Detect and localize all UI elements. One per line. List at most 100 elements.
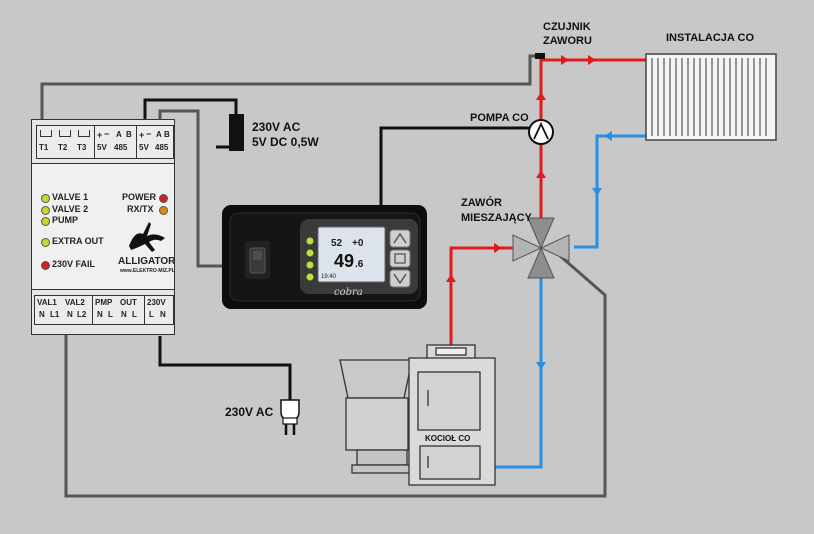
controller-ok-button[interactable]: [389, 249, 411, 268]
terminal-sign-b-a: B: [126, 130, 132, 139]
terminal-slot-t3: [78, 130, 90, 137]
terminal-sign-a-b: A: [156, 130, 162, 139]
terminal-group-val2: VAL2: [65, 298, 85, 307]
label-mixing-valve: ZAWÓR MIESZAJĄCY: [461, 197, 532, 224]
display-cable: [379, 126, 532, 205]
terminal-label-485-a: 485: [114, 143, 128, 152]
plug-icon: [280, 399, 300, 435]
label-pump: POMPA CO: [470, 112, 529, 124]
bottom-terminal-row: VAL1 VAL2 PMP OUT 230V N L1 N L2 N L N L…: [34, 295, 174, 325]
controller-lcd: [317, 226, 386, 283]
terminal-label-t1: T1: [39, 143, 49, 152]
terminal-label-5v-a: 5V: [97, 143, 107, 152]
controller-led-4: [306, 273, 314, 281]
terminal-sign-minus-a: −: [104, 129, 110, 139]
terminal-l1: L1: [50, 310, 60, 319]
cold-pipe-arrows: [536, 131, 612, 370]
controller-led-2: [306, 249, 314, 257]
controller-device: 52 +0 49 .6 19:40 cobra: [222, 205, 427, 309]
boiler-icon: [339, 344, 496, 486]
terminal-l-5: L: [149, 310, 154, 319]
cold-pipes: [495, 134, 646, 469]
mains-cable: [158, 336, 292, 400]
led-rxtx: [159, 206, 168, 215]
terminal-group-out: OUT: [120, 298, 137, 307]
led-pump: [41, 217, 50, 226]
pump-icon: [528, 119, 554, 145]
terminal-block-1: [36, 125, 96, 159]
terminal-l-3: L: [108, 310, 113, 319]
alligator-module: T1 T2 T3 5V 485 5V 485 + − A B + − A B V…: [31, 119, 175, 335]
terminal-label-485-b: 485: [155, 143, 169, 152]
radiator: [645, 53, 777, 141]
module-center-panel: [31, 163, 175, 290]
led-label-rxtx: RX/TX: [127, 204, 154, 214]
terminal-sign-plus-b: +: [139, 130, 145, 140]
led-label-230v-fail: 230V FAIL: [52, 259, 96, 269]
top-terminal-row: T1 T2 T3 5V 485 5V 485 + − A B + − A B: [36, 125, 174, 161]
lcd-small-readout: 19:40: [321, 274, 337, 280]
supply-pipe-to-installation: [539, 58, 646, 120]
lcd-val-b: +0: [352, 238, 364, 249]
led-label-pump: PUMP: [52, 215, 79, 225]
label-boiler: KOCIOŁ CO: [425, 434, 471, 443]
black-wires: [143, 98, 532, 400]
terminal-sign-a-a: A: [116, 130, 122, 139]
terminal-l2: L2: [77, 310, 87, 319]
terminal-n-1: N: [39, 310, 45, 319]
mixing-valve-icon: [512, 217, 570, 279]
controller-led-1: [306, 237, 314, 245]
led-power: [159, 194, 168, 203]
sensor-wire: [40, 54, 540, 125]
terminal-n-3: N: [97, 310, 103, 319]
terminal-n-5: N: [160, 310, 166, 319]
lcd-temp-main: 49: [334, 251, 354, 271]
return-pipe-from-installation: [574, 134, 646, 249]
led-extra-out: [41, 238, 50, 247]
terminal-n-4: N: [121, 310, 127, 319]
terminal-label-t3: T3: [77, 143, 87, 152]
gray-wires: [40, 54, 607, 498]
terminal-group-230v: 230V: [147, 298, 166, 307]
label-plug: 230V AC: [225, 405, 274, 419]
controller-brand: cobra: [334, 287, 363, 298]
display-bus-wire: [158, 109, 232, 268]
sensor-icon: [535, 53, 545, 59]
terminal-label-t2: T2: [58, 143, 68, 152]
label-installation: INSTALACJA CO: [666, 32, 754, 44]
led-label-valve-1: VALVE 1: [52, 192, 89, 202]
terminal-block-2: [94, 125, 138, 159]
terminal-slot-t2: [59, 130, 71, 137]
label-sensor: CZUJNIK ZAWORU: [543, 21, 592, 47]
boiler-hot-pipe: [449, 246, 523, 345]
terminal-sign-plus-a: +: [97, 130, 103, 140]
terminal-label-5v-b: 5V: [139, 143, 149, 152]
module-website: www.ELEKTRO-MIZ.PL: [120, 268, 175, 274]
controller-up-button[interactable]: [389, 229, 411, 248]
supply-wire: [143, 98, 238, 121]
controller-down-button[interactable]: [389, 269, 411, 288]
lcd-temp-decimal: .6: [355, 259, 364, 270]
module-brand: ALLIGATOR: [118, 256, 176, 267]
terminal-slot-t1: [40, 130, 52, 137]
terminal-l-4: L: [132, 310, 137, 319]
terminal-sign-b-b: B: [164, 130, 170, 139]
controller-led-3: [306, 261, 314, 269]
terminal-block-3: [136, 125, 174, 159]
led-label-extra-out: EXTRA OUT: [52, 236, 104, 246]
led-label-valve-2: VALVE 2: [52, 204, 89, 214]
terminal-group-val1: VAL1: [37, 298, 57, 307]
boiler-return-pipe: [495, 275, 543, 469]
hot-pipe-arrows: [446, 55, 596, 282]
alligator-logo: [129, 222, 165, 252]
lcd-val-a: 52: [331, 238, 343, 249]
power-supply-icon: [216, 114, 244, 151]
valve-return-wire: [64, 246, 607, 498]
led-valve-1: [41, 194, 50, 203]
label-supply-top: 230V AC 5V DC 0,5W: [252, 120, 319, 149]
led-label-power: POWER: [122, 192, 157, 202]
terminal-n-2: N: [67, 310, 73, 319]
terminal-group-pmp: PMP: [95, 298, 113, 307]
